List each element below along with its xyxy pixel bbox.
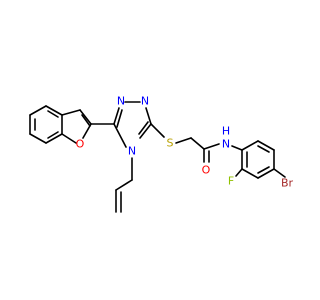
bond [257,166,270,174]
molecule-drawing: O N N N S O N H F Br [29,95,294,213]
bond [61,133,77,144]
bond [150,123,165,138]
bond [138,121,149,135]
bond [257,168,275,179]
atom-label-nitrogen-triazole-right: N [141,95,149,108]
bond [175,137,192,144]
bond [113,123,127,148]
bond [29,105,47,116]
bond-layer [29,101,286,213]
bond [47,131,59,139]
atom-label-nitrogen-amide: N [222,138,230,151]
atom-label-layer: O N N N S O N H F Br [76,95,294,190]
bond [29,133,47,144]
bond [115,179,133,191]
bond [241,140,259,151]
bond [231,145,243,151]
bond [257,140,275,151]
bond [203,143,220,150]
bond [47,110,59,118]
bond [190,137,205,150]
atom-label-oxygen-furan: O [76,138,85,151]
bond [61,109,81,116]
atom-label-bromine: Br [281,177,294,190]
bond [257,145,270,153]
structure-canvas: O N N N S O N H F Br [29,94,294,213]
atom-label-oxygen-carbonyl: O [202,164,211,177]
bond [79,109,92,125]
atom-label-nitrogen-triazole-allyl: N [128,145,136,158]
atom-label-hydrogen-amide: H [222,125,230,138]
bond [145,107,152,125]
bond [45,133,63,144]
bond [273,168,286,178]
bond [235,168,243,177]
atom-label-nitrogen-triazole-top: N [117,95,125,108]
bond [113,107,120,125]
bond [82,123,92,139]
bond [116,109,123,128]
atom-label-fluorine: F [228,175,234,188]
bond [139,123,152,139]
atom-label-sulfur: S [167,137,174,150]
bond [241,168,259,179]
bond [81,114,91,127]
bond [45,105,63,116]
